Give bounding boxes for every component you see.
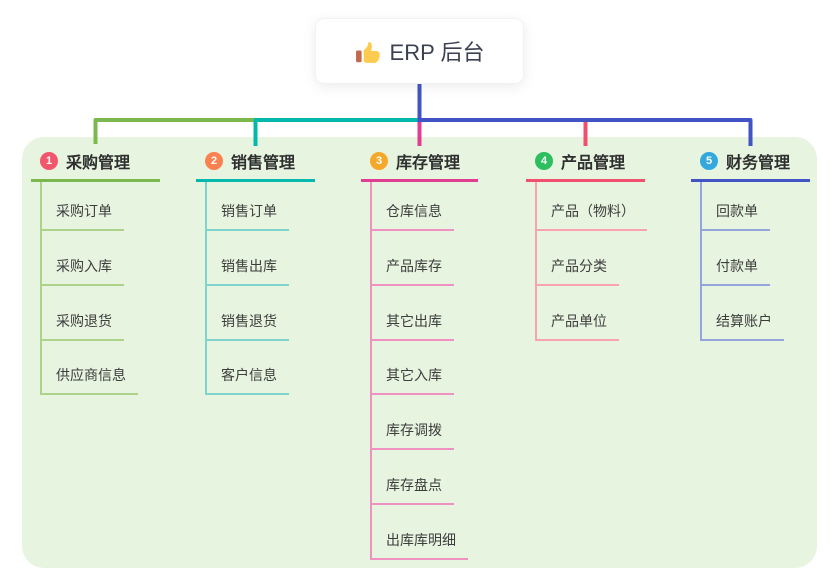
child-node[interactable]: 产品单位 — [537, 286, 619, 341]
child-node[interactable]: 采购入库 — [42, 231, 124, 286]
branch-label: 库存管理 — [396, 155, 461, 172]
child-node[interactable]: 其它入库 — [372, 341, 454, 396]
child-node[interactable]: 其它出库 — [372, 286, 454, 341]
branch-header[interactable]: 2 销售管理 — [196, 146, 315, 182]
child-node[interactable]: 付款单 — [702, 231, 770, 286]
child-label: 产品单位 — [551, 312, 607, 329]
branch-label: 财务管理 — [726, 155, 791, 172]
child-label: 库存盘点 — [386, 476, 442, 493]
branch-label: 产品管理 — [561, 155, 626, 172]
child-label: 其它出库 — [386, 312, 442, 329]
child-label: 产品库存 — [386, 257, 442, 274]
branch-header[interactable]: 1 采购管理 — [31, 146, 160, 182]
child-label: 其它入库 — [386, 367, 442, 384]
branch-children: 仓库信息 产品库存 其它出库 其它入库 库存调拨 库存盘点 出库库明细 — [370, 182, 468, 560]
thumbs-up-icon — [355, 39, 380, 64]
root-node[interactable]: ERP 后台 — [315, 18, 524, 84]
child-label: 客户信息 — [221, 367, 277, 384]
child-node[interactable]: 产品库存 — [372, 231, 454, 286]
branch-children: 销售订单 销售出库 销售退货 客户信息 — [205, 182, 289, 396]
child-label: 采购订单 — [56, 203, 112, 219]
branch-label: 采购管理 — [66, 155, 131, 172]
branch-header[interactable]: 5 财务管理 — [691, 146, 810, 182]
child-node[interactable]: 供应商信息 — [42, 341, 138, 396]
child-node[interactable]: 产品分类 — [537, 231, 619, 286]
branch-number-badge: 2 — [205, 152, 223, 170]
branch: 1 采购管理 采购订单 采购入库 采购退货 供应商信息 — [31, 146, 160, 396]
branch-children: 产品（物料） 产品分类 产品单位 — [535, 182, 647, 341]
branch: 5 财务管理 回款单 付款单 结算账户 — [691, 146, 810, 341]
child-label: 付款单 — [716, 257, 758, 274]
branch-header[interactable]: 4 产品管理 — [526, 146, 645, 182]
child-label: 出库库明细 — [386, 531, 456, 548]
branch-number-badge: 1 — [40, 152, 58, 170]
child-label: 销售出库 — [221, 257, 277, 274]
child-label: 产品（物料） — [551, 203, 635, 219]
branch-children: 回款单 付款单 结算账户 — [700, 182, 784, 341]
child-node[interactable]: 仓库信息 — [372, 182, 454, 231]
branch-label: 销售管理 — [231, 155, 296, 172]
child-label: 结算账户 — [716, 312, 772, 329]
child-node[interactable]: 销售出库 — [207, 231, 289, 286]
child-label: 回款单 — [716, 203, 758, 219]
child-node[interactable]: 销售退货 — [207, 286, 289, 341]
child-label: 销售退货 — [221, 312, 277, 329]
child-label: 供应商信息 — [56, 367, 126, 384]
branch: 4 产品管理 产品（物料） 产品分类 产品单位 — [526, 146, 647, 341]
branch-number-badge: 3 — [370, 152, 388, 170]
branch-children: 采购订单 采购入库 采购退货 供应商信息 — [40, 182, 138, 396]
child-node[interactable]: 销售订单 — [207, 182, 289, 231]
child-node[interactable]: 库存盘点 — [372, 450, 454, 505]
branch: 2 销售管理 销售订单 销售出库 销售退货 客户信息 — [196, 146, 315, 396]
child-label: 采购入库 — [56, 257, 112, 274]
branch-header[interactable]: 3 库存管理 — [361, 146, 478, 182]
child-label: 销售订单 — [221, 203, 277, 219]
branch-number-badge: 4 — [535, 152, 553, 170]
root-label: ERP 后台 — [389, 40, 485, 65]
child-node[interactable]: 库存调拨 — [372, 395, 454, 451]
child-node[interactable]: 采购退货 — [42, 286, 124, 341]
child-label: 库存调拨 — [386, 422, 442, 439]
child-label: 产品分类 — [551, 257, 607, 274]
child-node[interactable]: 回款单 — [702, 182, 770, 231]
child-label: 采购退货 — [56, 312, 112, 329]
child-node[interactable]: 产品（物料） — [537, 182, 647, 231]
branches-panel — [22, 137, 817, 568]
child-node[interactable]: 结算账户 — [702, 286, 784, 341]
child-node[interactable]: 采购订单 — [42, 182, 124, 231]
branch-number-badge: 5 — [700, 152, 718, 170]
child-label: 仓库信息 — [386, 203, 442, 219]
branch: 3 库存管理 仓库信息 产品库存 其它出库 其它入库 库存调拨 库存盘点 出库库… — [361, 146, 478, 560]
child-node[interactable]: 客户信息 — [207, 341, 289, 396]
child-node[interactable]: 出库库明细 — [372, 505, 468, 560]
